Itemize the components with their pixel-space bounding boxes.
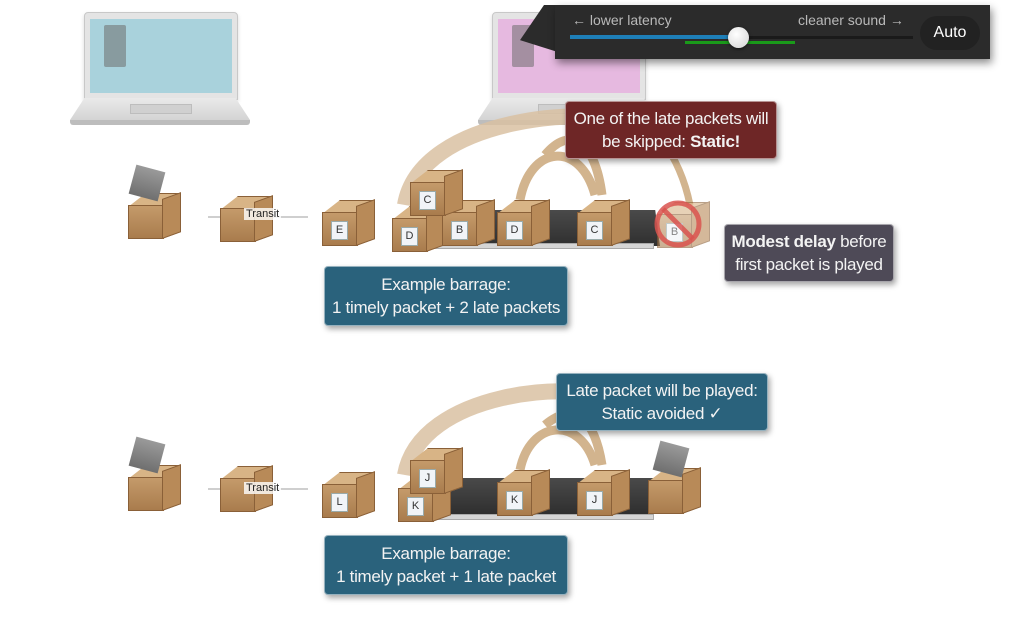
packet-box-l: L — [322, 471, 375, 518]
stacked-box-c: C — [410, 169, 463, 216]
cleaner-sound-label: cleaner sound → — [798, 12, 904, 28]
auto-button[interactable]: Auto — [920, 16, 980, 50]
example-barrage-callout-1: Example barrage: 1 timely packet + 2 lat… — [324, 266, 568, 326]
stacked-box-j: J — [410, 447, 463, 494]
conveyor-box-c: C — [577, 199, 630, 246]
conveyor-box-j: J — [577, 469, 630, 516]
example-barrage-callout-2: Example barrage: 1 timely packet + 1 lat… — [324, 535, 568, 595]
latency-slider-thumb[interactable] — [728, 27, 750, 48]
sender-laptop — [70, 12, 250, 130]
conveyor-rail-2 — [430, 514, 654, 520]
prohibited-icon — [654, 200, 702, 248]
transit-label-2: Transit — [244, 482, 282, 494]
stacked-box-b: B — [442, 199, 495, 246]
static-avoided-callout: Late packet will be played: Static avoid… — [556, 373, 768, 431]
skipped-packet-callout: One of the late packets will be skipped:… — [565, 101, 777, 159]
lower-latency-label: ← lower latency — [572, 12, 672, 28]
sender-screen — [90, 19, 232, 93]
delay-callout: Modest delay before first packet is play… — [724, 224, 894, 282]
conveyor-box-k: K — [497, 469, 550, 516]
packet-box-e: E — [322, 199, 375, 246]
conveyor-box-d: D — [497, 199, 550, 246]
latency-popover — [555, 5, 990, 59]
transit-label: Transit — [244, 208, 282, 220]
latency-slider-fill — [570, 35, 739, 39]
